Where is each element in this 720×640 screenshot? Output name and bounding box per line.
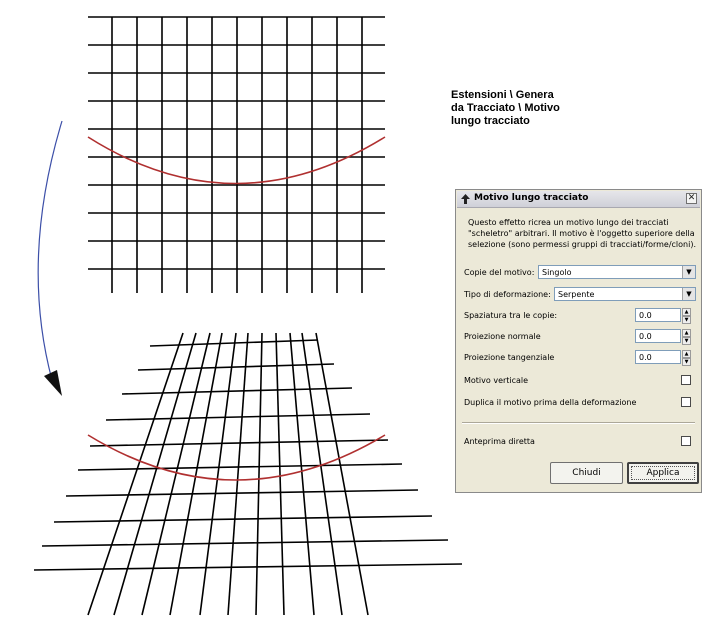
grid-line-vertical [315,332,369,616]
grid-line-horizontal [77,463,403,471]
grid-line-vertical [289,332,315,616]
grid-line-horizontal [121,387,353,395]
grid-line-horizontal [105,413,371,421]
copies-row: Copie del motivo: Singolo ▼ [464,265,696,281]
grid-line-horizontal [137,363,335,371]
copies-value: Singolo [542,268,572,277]
deform-row: Tipo di deformazione: Serpente ▼ [464,287,696,303]
live-preview-row: Anteprima diretta [464,434,693,450]
deform-label: Tipo di deformazione: [464,290,551,299]
transform-arrow [37,120,63,381]
close-icon[interactable]: ✕ [686,193,697,204]
tangential-offset-value: 0.0 [639,353,652,362]
spacing-row: Spaziatura tra le copie: 0.0 ▲▼ [464,308,693,324]
grid-line-vertical [113,332,197,616]
caption-line-1: Estensioni \ Genera [451,89,554,101]
grid-line-horizontal [53,515,433,523]
tangential-offset-row: Proiezione tangenziale 0.0 ▲▼ [464,350,693,366]
chevron-down-icon[interactable]: ▼ [682,288,695,300]
spacing-label: Spaziatura tra le copie: [464,311,558,320]
grid-line-horizontal [33,563,463,571]
grid-line-horizontal [41,539,449,547]
arrow-head-icon [44,370,62,396]
dialog-title: Motivo lungo tracciato [474,193,589,203]
inkscape-icon [461,194,470,204]
grid-line-vertical [87,332,184,616]
normal-offset-row: Proiezione normale 0.0 ▲▼ [464,329,693,345]
menu-path-caption: Estensioni \ Genera da Tracciato \ Motiv… [451,89,591,128]
grid-line-vertical [301,332,343,616]
spin-down-icon[interactable]: ▼ [682,337,691,345]
spin-down-icon[interactable]: ▼ [682,358,691,366]
normal-offset-value: 0.0 [639,332,652,341]
duplicate-label: Duplica il motivo prima della deformazio… [464,398,637,407]
deform-value: Serpente [558,290,595,299]
pattern-along-path-dialog: Motivo lungo tracciato ✕ Questo effetto … [455,189,702,493]
spacing-spinner[interactable]: 0.0 ▲▼ [635,308,691,324]
grid-line-vertical [169,332,223,616]
normal-offset-spinner[interactable]: 0.0 ▲▼ [635,329,691,345]
spacing-value: 0.0 [639,311,652,320]
deform-select[interactable]: Serpente ▼ [554,287,696,301]
duplicate-checkbox[interactable] [681,397,691,407]
grid-line-vertical [275,332,285,616]
normal-offset-input[interactable]: 0.0 [635,329,681,343]
caption-line-2: da Tracciato \ Motivo [451,102,560,114]
normal-offset-label: Proiezione normale [464,332,541,341]
spin-up-icon[interactable]: ▲ [682,308,691,316]
grid-line-horizontal [65,489,419,497]
grid-line-vertical [199,332,237,616]
original-grid-pattern [88,16,385,293]
chevron-down-icon[interactable]: ▼ [682,266,695,278]
focus-ring [631,466,695,480]
copies-select[interactable]: Singolo ▼ [538,265,696,279]
grid-line-vertical [227,332,249,616]
copies-label: Copie del motivo: [464,268,535,277]
spacing-input[interactable]: 0.0 [635,308,681,322]
dialog-titlebar[interactable]: Motivo lungo tracciato ✕ [457,191,700,208]
apply-label: Applica [646,468,680,478]
tangential-offset-spinner[interactable]: 0.0 ▲▼ [635,350,691,366]
live-preview-label: Anteprima diretta [464,437,535,446]
vertical-pattern-label: Motivo verticale [464,376,529,385]
grid-line-horizontal [89,439,389,447]
spin-up-icon[interactable]: ▲ [682,350,691,358]
apply-button[interactable]: Applica [627,462,699,484]
vertical-pattern-row: Motivo verticale [464,373,693,389]
grid-line-vertical [141,332,211,616]
divider [462,422,695,424]
duplicate-row: Duplica il motivo prima della deformazio… [464,395,693,411]
tangential-offset-label: Proiezione tangenziale [464,353,555,362]
spin-up-icon[interactable]: ▲ [682,329,691,337]
tangential-offset-input[interactable]: 0.0 [635,350,681,364]
grid-line-vertical [255,332,263,616]
skeleton-path-top [87,136,386,185]
caption-line-3: lungo tracciato [451,115,530,127]
live-preview-checkbox[interactable] [681,436,691,446]
deformed-grid-pattern [33,332,463,616]
skeleton-path-bottom [87,434,386,481]
effect-description: Questo effetto ricrea un motivo lungo de… [468,218,696,249]
spin-down-icon[interactable]: ▼ [682,316,691,324]
vertical-pattern-checkbox[interactable] [681,375,691,385]
close-button[interactable]: Chiudi [550,462,623,484]
